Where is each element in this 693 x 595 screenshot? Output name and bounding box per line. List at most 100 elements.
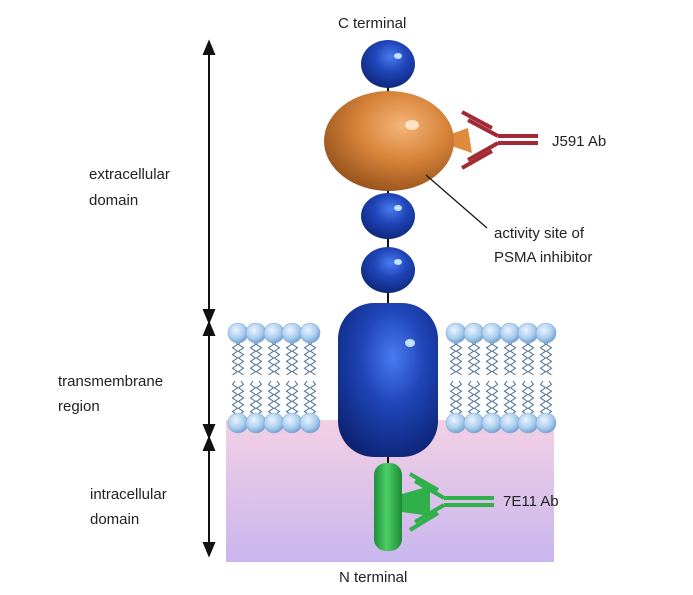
lipid-tail [231,380,239,416]
catalytic-domain [324,91,454,191]
activity-site-leader [425,174,488,229]
subdomain-3 [361,247,415,293]
lipid-head [227,412,249,434]
lipid-tail [539,340,547,376]
lipid-tail [285,380,293,416]
lipid-head [263,322,285,344]
lipid-tail [527,340,535,376]
lipid-head [499,322,521,344]
lipid-head [481,412,503,434]
extracellular-arrow-head-bottom [202,309,216,325]
lipid-tail [285,340,293,376]
lipid-tail [467,340,475,376]
lipid-tail [521,380,529,416]
lipid-head [445,322,467,344]
j591-label: J591 Ab [552,133,607,150]
lipid-head [517,322,539,344]
lipid-head [281,412,303,434]
subdomain-2 [361,193,415,239]
lipid-head [517,412,539,434]
lipid-tail [545,380,553,416]
intracellular-domain [374,463,402,551]
e711-binding-tip [402,486,430,516]
lipid-tail [273,380,281,416]
lipid-tail [485,340,493,376]
lipid-head [281,322,303,344]
extracellular-subdomains [361,40,415,293]
lipid-tail [267,340,275,376]
lipid-tail [303,380,311,416]
lipid-tail [545,340,553,376]
lipid-head [299,322,321,344]
lipid-tail [485,380,493,416]
lipid-tail [509,340,517,376]
subdomain-3-highlight [394,259,402,265]
lipid-tail [273,340,281,376]
lipid-tail [255,340,263,376]
transmembrane-arrow-head-top [202,320,216,336]
lipid-head [535,322,557,344]
lipid-head [245,322,267,344]
lipid-tail [449,380,457,416]
lipid-tail [455,340,463,376]
lipid-tail [303,340,311,376]
n-terminal-label: N terminal [339,569,408,586]
lipid-head [481,322,503,344]
intracellular-arrow-head-bottom [202,542,216,558]
e711-label: 7E11 Ab [503,493,559,510]
lipid-head [227,322,249,344]
lipid-tail [231,340,239,376]
lipid-tail [237,380,245,416]
subdomain-2-highlight [394,205,402,211]
subdomain-1-highlight [394,53,402,59]
lipid-bilayer [227,322,557,434]
lipid-tail [503,340,511,376]
lipid-tail [237,340,245,376]
extracellular-label-line2: domain [89,192,139,209]
lipid-tail [539,380,547,416]
lipid-tail [309,380,317,416]
lipid-head [463,412,485,434]
intracellular-label-line2: domain [90,511,140,528]
lipid-tail [491,380,499,416]
activity-site-label-line1: activity site of [494,225,585,242]
lipid-tail [249,340,257,376]
lipid-head [499,412,521,434]
lipid-head [463,322,485,344]
lipid-tail [455,380,463,416]
lipid-tail [509,380,517,416]
transmembrane-label-line1: transmembrane [58,373,164,390]
extracellular-label-line1: extracellular [89,166,170,183]
lipid-tail [473,380,481,416]
lipid-tail [503,380,511,416]
lipid-tail [291,380,299,416]
extracellular-arrow-head-top [202,39,216,55]
catalytic-domain-highlight [405,120,419,130]
lipid-tail [521,340,529,376]
transmembrane-arrow-head-bottom [202,424,216,440]
intracellular-label-line1: intracellular [90,486,167,503]
lipid-tail [267,380,275,416]
lipid-tail [249,380,257,416]
lipid-tail [467,380,475,416]
lipid-tail [527,380,535,416]
e711-antibody [408,472,494,532]
lipid-head [445,412,467,434]
subdomain-1 [361,40,415,88]
lipid-tail [309,340,317,376]
transmembrane-label-line2: region [58,398,100,415]
j591-antibody [461,110,538,170]
lipid-head [245,412,267,434]
domain-arrows [202,39,216,558]
lipid-head [263,412,285,434]
transmembrane-domain-highlight [405,339,415,347]
c-terminal-label: C terminal [338,15,407,32]
lipid-tail [255,380,263,416]
activity-site-label-line2: PSMA inhibitor [494,249,593,266]
lipid-head [535,412,557,434]
intracellular-arrow-head-top [202,435,216,451]
transmembrane-domain [338,303,438,457]
lipid-tail [291,340,299,376]
lipid-tail [473,340,481,376]
